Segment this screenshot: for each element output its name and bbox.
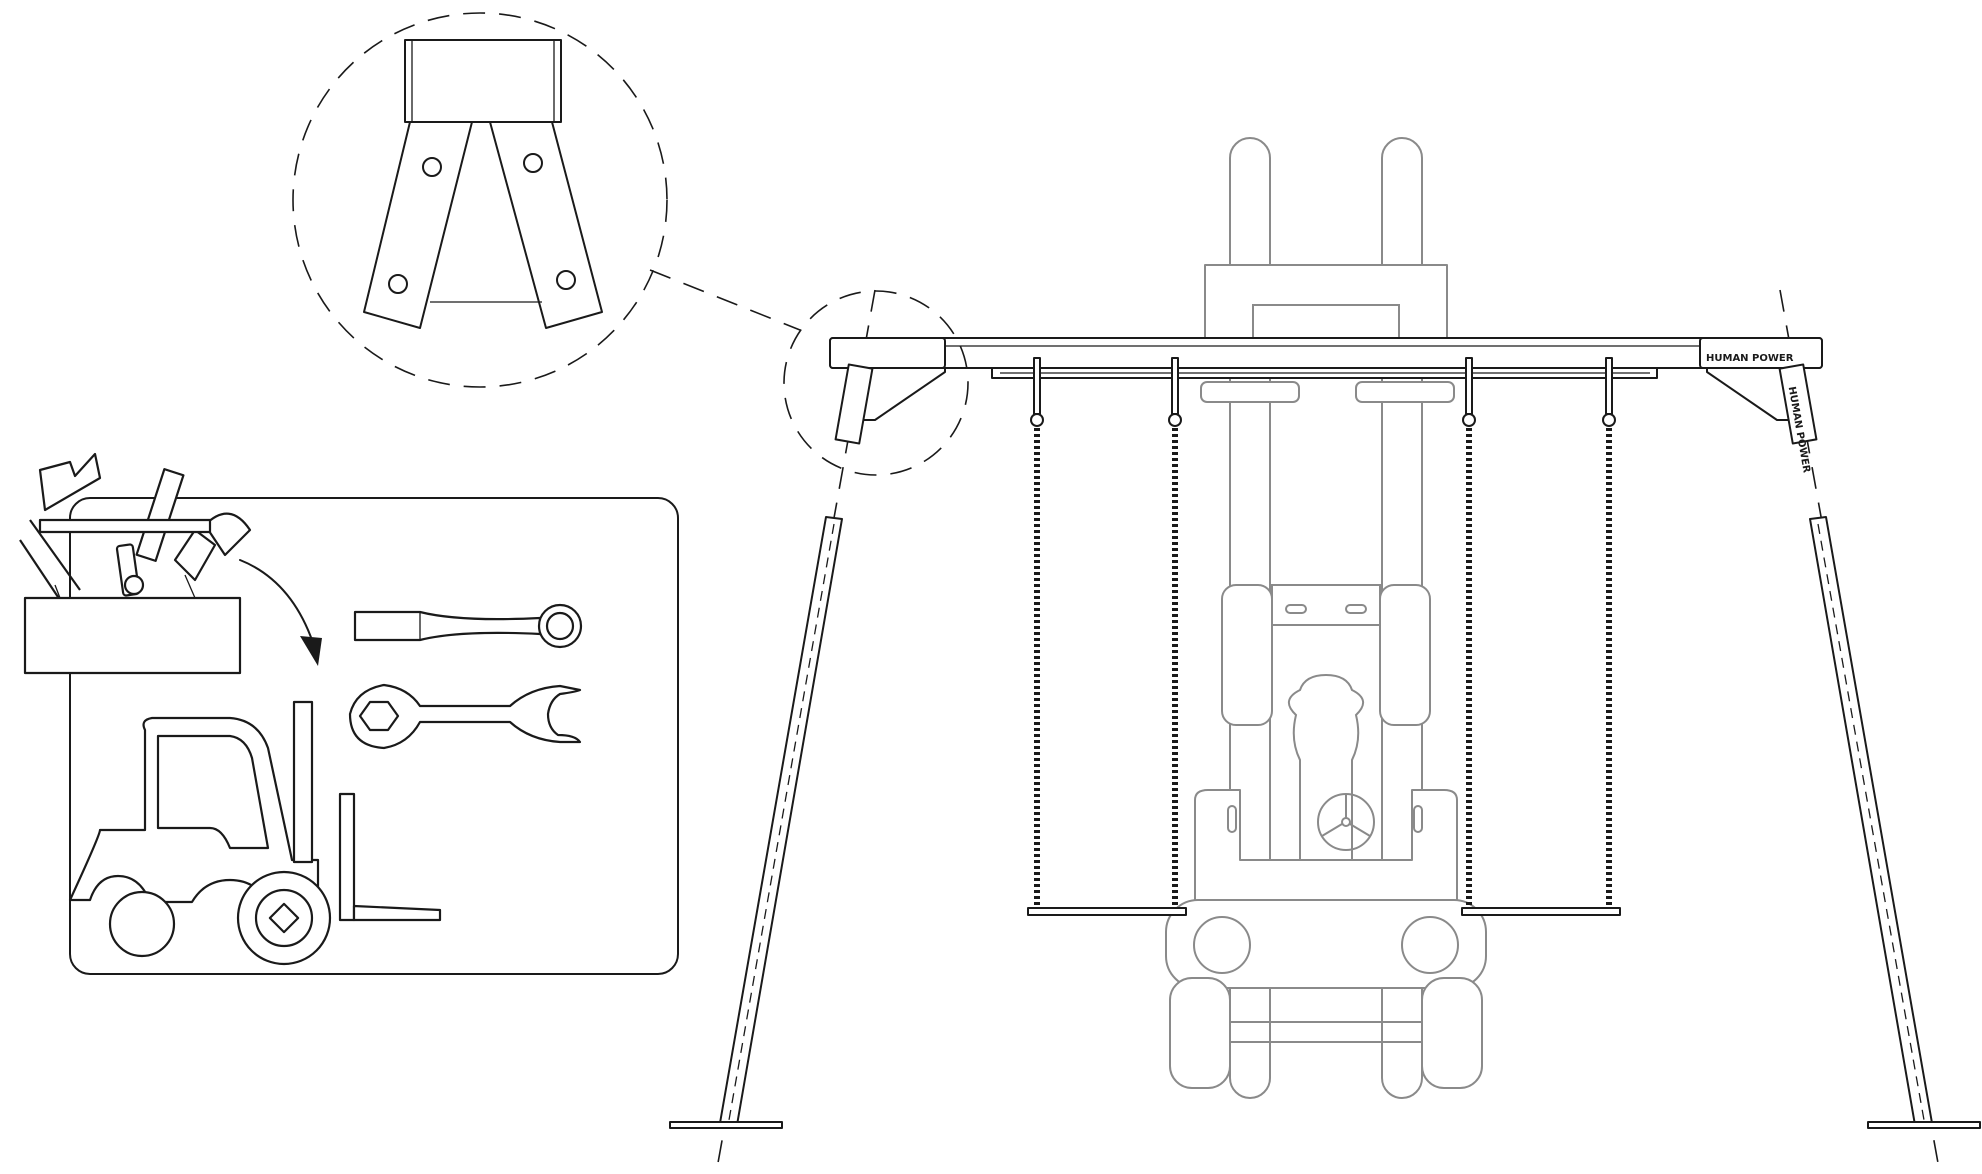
ring-spanner-icon — [353, 603, 583, 649]
detail-callout — [292, 12, 969, 476]
brand-label-left: HUMAN POWER — [1706, 353, 1794, 364]
open-end-wrench-icon — [348, 683, 582, 750]
tools-panel — [19, 452, 679, 975]
curved-arrow-icon — [239, 559, 322, 666]
background-play-structure — [1165, 137, 1487, 1099]
swing-left — [1027, 357, 1187, 916]
swing-right — [1461, 357, 1621, 916]
toolbox-icon — [19, 452, 252, 675]
svg-text:HUMAN POWER: HUMAN POWER — [1706, 353, 1794, 364]
swing-frame: HUMAN POWER HUMAN POWER — [669, 289, 1981, 1174]
forklift-icon — [68, 700, 442, 966]
